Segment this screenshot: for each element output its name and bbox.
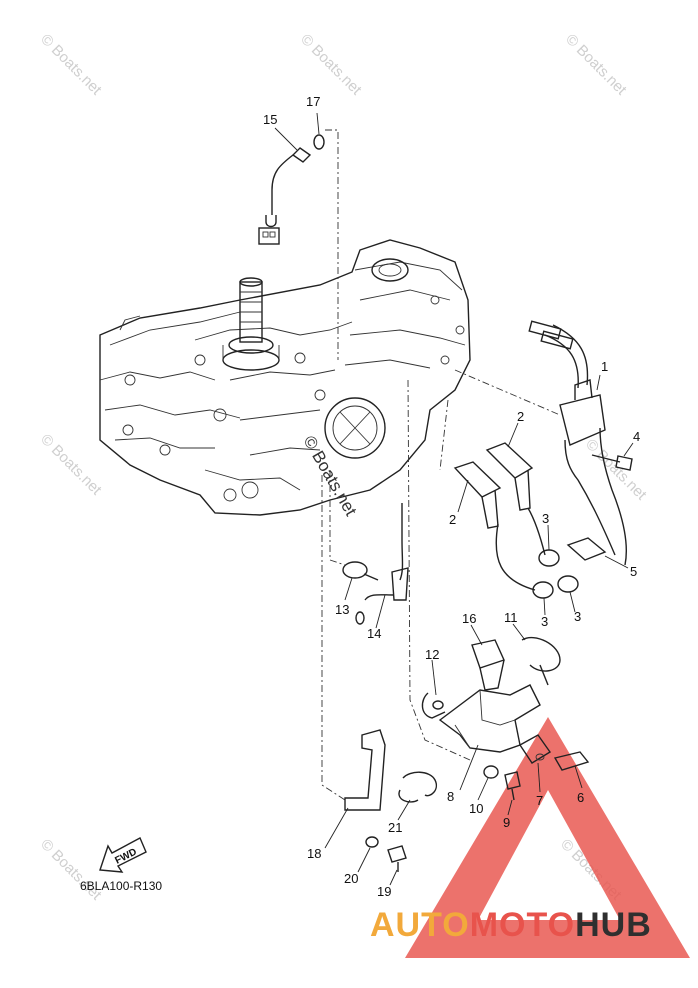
callout-10: 10 xyxy=(469,801,483,816)
callout-9: 9 xyxy=(503,815,510,830)
callout-18: 18 xyxy=(307,846,321,861)
callout-3: 3 xyxy=(574,609,581,624)
part-13-sensor xyxy=(342,561,379,601)
part-2-plug-cap-upper xyxy=(485,422,534,511)
watermark-text: © Boats.net xyxy=(37,836,105,904)
part-2-plug-cap-lower xyxy=(453,461,502,529)
callout-21: 21 xyxy=(388,820,402,835)
part-6-clip xyxy=(553,751,590,789)
part-10-washer xyxy=(477,765,499,801)
callout-17: 17 xyxy=(306,94,320,109)
callout-13: 13 xyxy=(335,602,349,617)
part-3-grommet xyxy=(557,575,579,613)
part-19-bolt xyxy=(387,845,407,886)
callout-layer: 1 2 2 3 3 3 4 5 6 7 8 9 10 11 12 13 14 1… xyxy=(263,94,640,899)
assembly-line xyxy=(407,379,471,761)
watermark-text: © Boats.net xyxy=(37,31,105,99)
part-3-grommet xyxy=(538,524,560,567)
engine-block xyxy=(99,239,471,516)
callout-3: 3 xyxy=(541,614,548,629)
part-7-rubber xyxy=(518,734,552,793)
high-tension-cable xyxy=(495,523,536,591)
watermark-text: © Boats.net xyxy=(582,436,650,504)
part-12-clamp xyxy=(421,659,446,719)
part-15-sensor xyxy=(258,127,312,245)
part-18-bracket xyxy=(324,729,386,849)
assembly-line xyxy=(325,129,339,360)
callout-12: 12 xyxy=(425,647,439,662)
drawing-code: 6BLA100-R130 xyxy=(80,879,162,893)
brand-part-hub: HUB xyxy=(575,906,652,944)
part-16-holder xyxy=(470,624,505,691)
callout-20: 20 xyxy=(344,871,358,886)
callout-5: 5 xyxy=(630,564,637,579)
watermark-text: © Boats.net xyxy=(297,31,365,99)
part-14-lead xyxy=(355,503,409,629)
brand-logo xyxy=(405,717,690,958)
callout-16: 16 xyxy=(462,611,476,626)
part-3-grommet xyxy=(532,581,554,616)
callout-3: 3 xyxy=(542,511,549,526)
callout-1: 1 xyxy=(601,359,608,374)
fwd-arrow: FWD xyxy=(99,837,147,873)
assembly-line xyxy=(329,470,346,566)
assembly-line xyxy=(321,475,346,801)
callout-7: 7 xyxy=(536,793,543,808)
part-1-ignition-coil xyxy=(528,320,627,566)
callout-4: 4 xyxy=(633,429,640,444)
part-20-washer xyxy=(357,836,379,873)
part-11-holder xyxy=(512,623,561,686)
part-5-clamp xyxy=(566,537,629,569)
watermark-text: © Boats.net xyxy=(562,31,630,99)
callout-19: 19 xyxy=(377,884,391,899)
part-9-bolt xyxy=(504,771,521,816)
callout-15: 15 xyxy=(263,112,277,127)
callout-11: 11 xyxy=(504,610,518,625)
callout-6: 6 xyxy=(577,790,584,805)
part-21-clamp xyxy=(397,771,437,821)
part-4-bolt xyxy=(591,442,634,471)
callout-2: 2 xyxy=(449,512,456,527)
watermark-text: © Boats.net xyxy=(37,431,105,499)
callout-8: 8 xyxy=(447,789,454,804)
brand-triangle xyxy=(405,717,690,958)
callout-2: 2 xyxy=(517,409,524,424)
assembly-line xyxy=(454,369,561,416)
brand-part-auto: AUTO xyxy=(370,906,470,944)
part-8-bracket xyxy=(438,684,541,791)
part-17-washer xyxy=(313,112,325,150)
high-tension-cable xyxy=(527,507,546,556)
callout-14: 14 xyxy=(367,626,381,641)
assembly-line xyxy=(439,399,449,471)
brand-part-moto: MOTO xyxy=(470,906,575,944)
brand-wordmark: AUTOMOTOHUB xyxy=(370,906,652,944)
